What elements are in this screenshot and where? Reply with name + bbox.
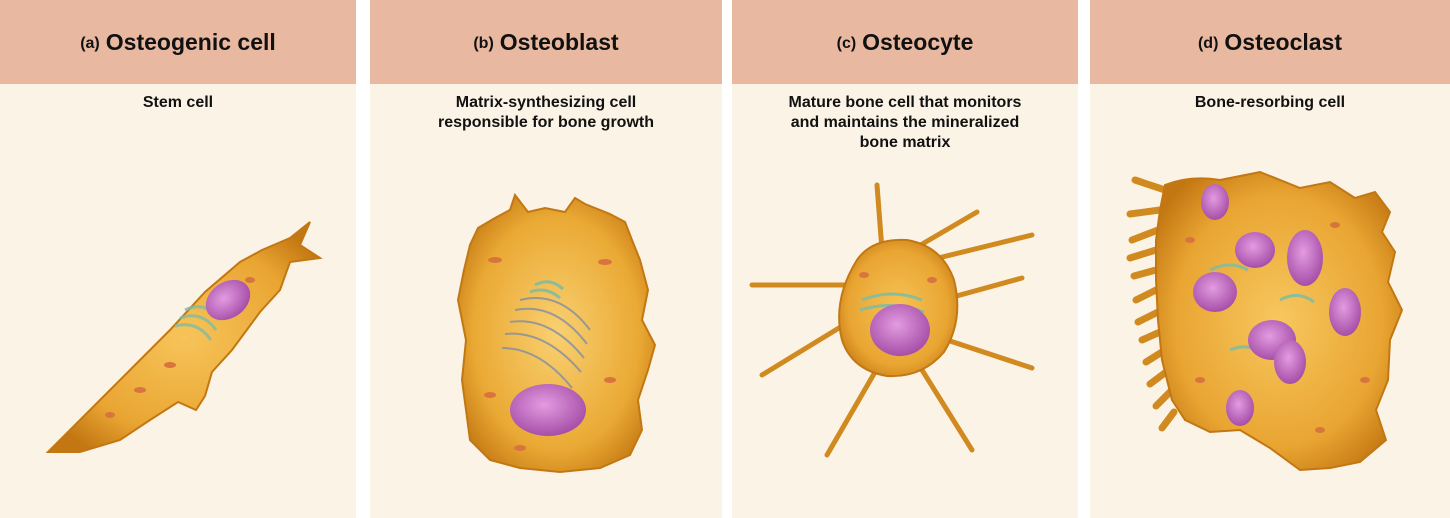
panel-header: (b) Osteoblast	[370, 0, 722, 84]
mitochondrion	[134, 387, 146, 393]
panel-description: Stem cell	[0, 93, 356, 113]
cell-body	[48, 222, 320, 452]
panel-header: (c) Osteocyte	[732, 0, 1078, 84]
mitochondrion	[245, 277, 255, 283]
cell-body	[458, 195, 655, 472]
nucleus	[1287, 230, 1323, 286]
panel-letter: (d)	[1198, 35, 1218, 53]
panel-title: Osteoclast	[1224, 29, 1342, 56]
golgi-apparatus	[530, 282, 563, 298]
panel-header: (d) Osteoclast	[1090, 0, 1450, 84]
description-line: and maintains the mineralized	[752, 113, 1058, 133]
cell-body	[839, 240, 957, 376]
panel-title: Osteoblast	[500, 29, 619, 56]
golgi-apparatus	[1210, 265, 1314, 354]
panel-title: Osteocyte	[862, 29, 973, 56]
description-line: Matrix-synthesizing cell	[390, 93, 702, 113]
panel-letter: (b)	[473, 35, 493, 53]
nucleus	[198, 271, 258, 328]
golgi-apparatus	[502, 298, 590, 388]
mitochondrion	[105, 412, 115, 418]
mitochondrion	[1185, 237, 1195, 243]
nucleus	[1235, 232, 1275, 268]
cell-processes	[752, 185, 1032, 455]
nucleus	[510, 384, 586, 436]
description-line: Bone-resorbing cell	[1110, 93, 1430, 113]
nucleus	[1248, 320, 1296, 360]
panel-osteoclast: (d) Osteoclast Bone-resorbing cell	[1090, 0, 1450, 518]
panel-letter: (c)	[837, 35, 857, 53]
nucleus	[870, 304, 930, 356]
mitochondrion	[1195, 377, 1205, 383]
mitochondrion	[859, 272, 869, 278]
panel-letter: (a)	[80, 35, 100, 53]
description-line: responsible for bone growth	[390, 113, 702, 133]
mitochondrion	[164, 362, 176, 368]
mitochondrion	[604, 377, 616, 383]
description-line: bone matrix	[752, 133, 1058, 153]
mitochondrion	[514, 445, 526, 451]
nucleus	[1329, 288, 1361, 336]
mitochondrion	[598, 259, 612, 265]
nucleus	[1193, 272, 1237, 312]
golgi-apparatus	[175, 307, 220, 340]
panel-osteocyte: (c) Osteocyte Mature bone cell that moni…	[732, 0, 1078, 518]
mitochondrion	[1360, 377, 1370, 383]
panel-osteogenic-cell: (a) Osteogenic cell Stem cell	[0, 0, 356, 518]
mitochondrion	[927, 277, 937, 283]
description-line: Stem cell	[20, 93, 336, 113]
panel-header: (a) Osteogenic cell	[0, 0, 356, 84]
mitochondrion	[1315, 427, 1325, 433]
panel-description: Bone-resorbing cell	[1090, 93, 1450, 113]
panel-title: Osteogenic cell	[106, 29, 276, 56]
nucleus	[1226, 390, 1254, 426]
nucleus	[1274, 340, 1306, 384]
mitochondrion	[488, 257, 502, 263]
mitochondrion	[1330, 222, 1340, 228]
panel-description: Mature bone cell that monitors and maint…	[732, 93, 1078, 153]
mitochondrion	[484, 392, 496, 398]
panel-description: Matrix-synthesizing cell responsible for…	[370, 93, 722, 133]
ruffled-border	[1130, 180, 1174, 428]
description-line: Mature bone cell that monitors	[752, 93, 1058, 113]
golgi-apparatus	[860, 294, 924, 312]
cell-body	[1156, 172, 1402, 470]
panel-osteoblast: (b) Osteoblast Matrix-synthesizing cell …	[370, 0, 722, 518]
nucleus	[1201, 184, 1229, 220]
